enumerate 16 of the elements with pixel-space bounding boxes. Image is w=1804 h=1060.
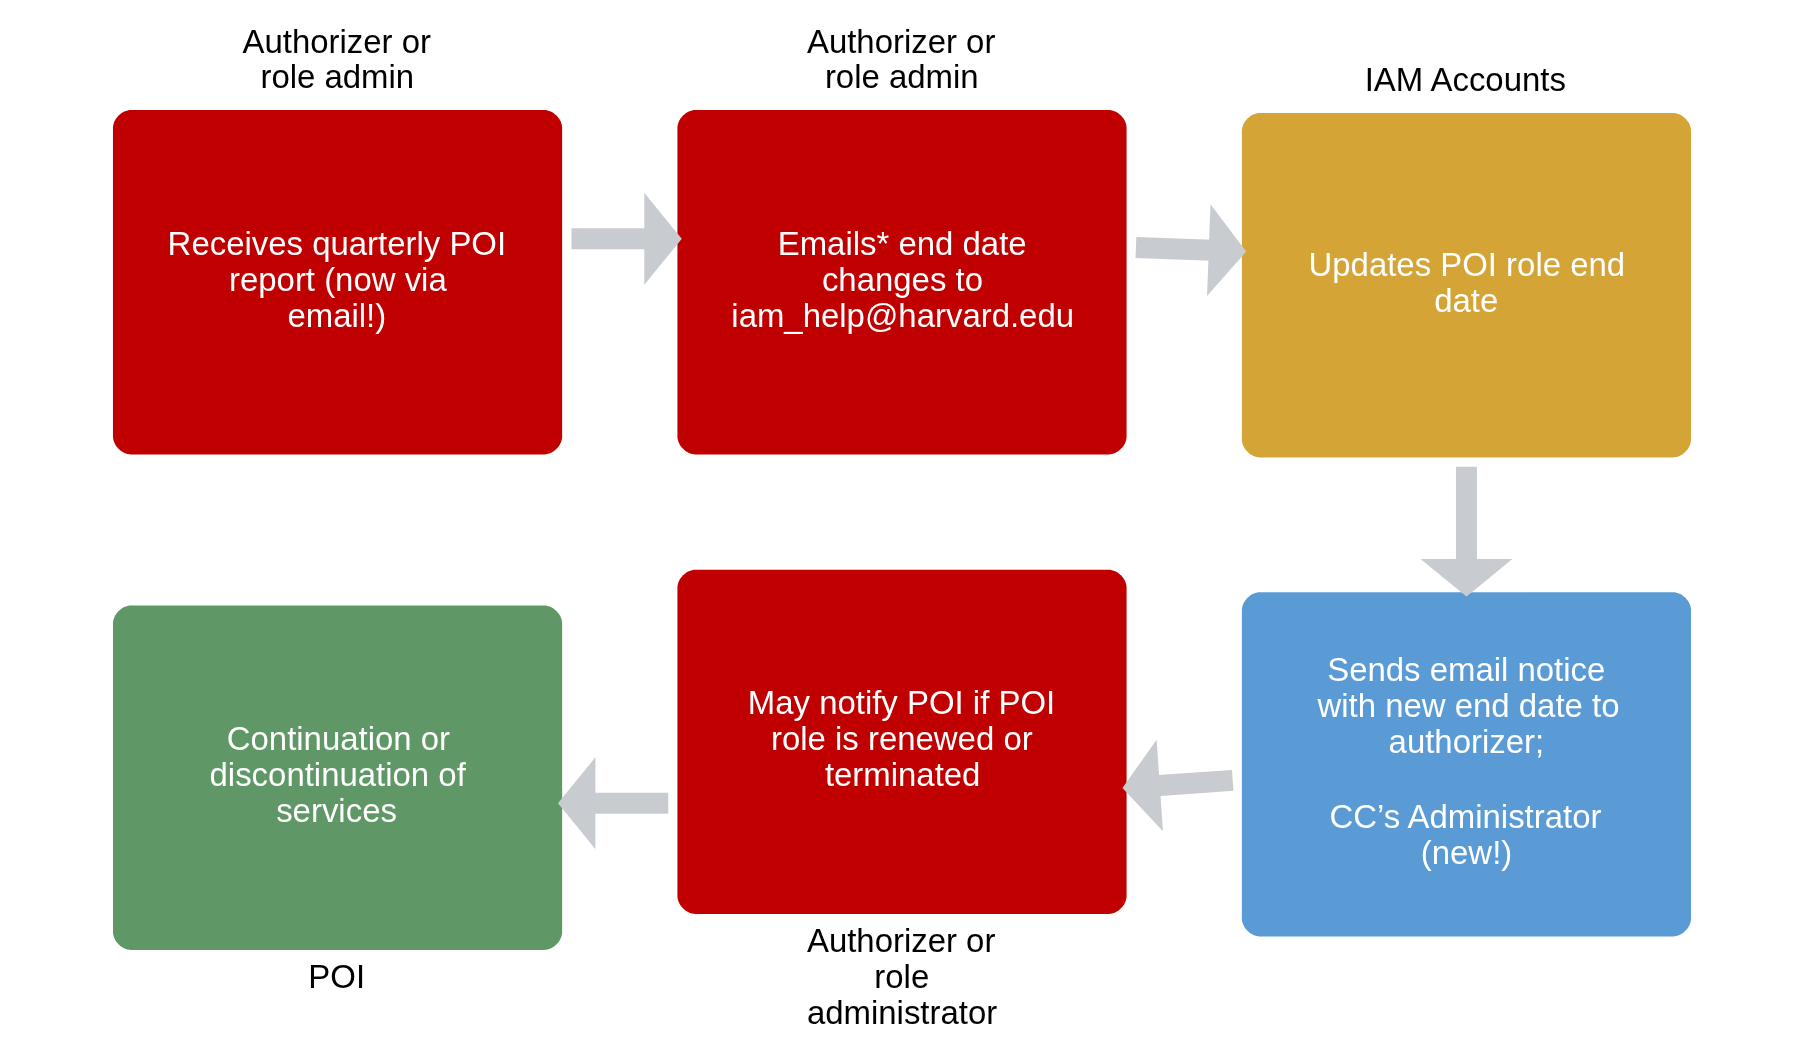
node-box: Continuation or discontinuation of services [112,605,563,950]
node-label: Authorizer or role administrator [806,922,998,1032]
node-box: Sends email notice with new end date to authorizer; CC’s Administrator (new!) [1241,592,1692,937]
arrow [1420,466,1513,597]
node-box: May notify POI if POI role is renewed or terminated [677,569,1127,915]
node-label: Authorizer or role admin [242,22,431,96]
node-box: Receives quarterly POI report (now via email!) [112,110,563,455]
node-box: Emails* end date changes to iam_help@harvard.edu [677,110,1127,455]
arrow [1122,739,1234,832]
arrow [1135,204,1247,297]
arrow [571,192,682,285]
node-label: Authorizer or role admin [806,22,996,96]
arrow [557,757,669,850]
node-box: Updates POI role end date [1241,113,1692,458]
node-label: IAM Accounts [1364,61,1566,99]
node-label: POI [308,958,366,996]
